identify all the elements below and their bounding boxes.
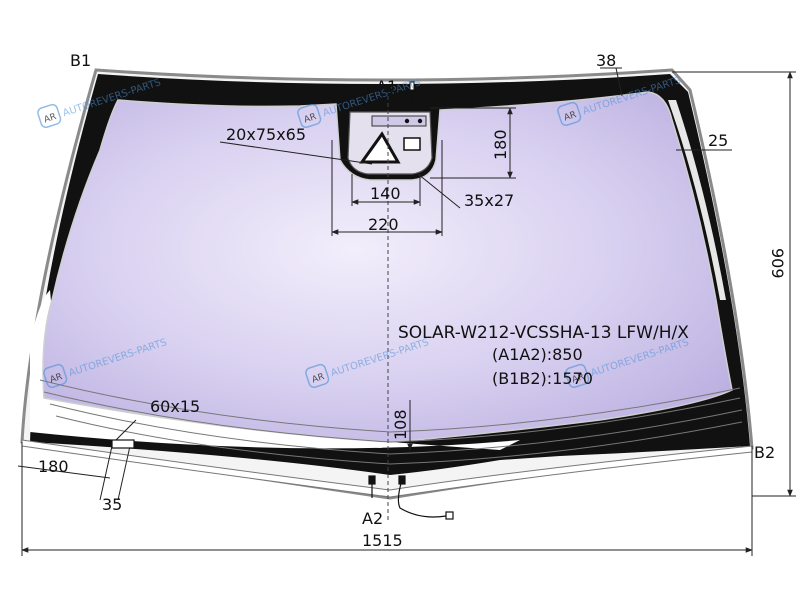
band-top-dim: 38 bbox=[596, 51, 616, 70]
bracket-height-dim: 180 bbox=[491, 129, 510, 160]
point-b1-label: B1 bbox=[70, 51, 91, 70]
point-a2-label: A2 bbox=[362, 509, 383, 528]
model-title: SOLAR-W212-VCSSHA-13 LFW/H/X bbox=[398, 323, 689, 343]
total-width-dim: 1515 bbox=[362, 531, 403, 550]
a1a2-measure: (A1A2):850 bbox=[492, 345, 583, 364]
dimension-lines bbox=[17, 67, 796, 556]
heating-grid bbox=[39, 379, 743, 465]
offset-180-dim: 180 bbox=[38, 457, 69, 476]
mirror-bracket bbox=[347, 81, 433, 175]
point-a1-label: A1 bbox=[376, 77, 397, 96]
ar-logo-icon bbox=[35, 102, 63, 130]
total-height-dim: 909 bbox=[768, 248, 787, 279]
connectors bbox=[368, 475, 454, 520]
connector-height-dim: 108 bbox=[391, 409, 410, 440]
vin-window-dim: 60x15 bbox=[150, 397, 200, 416]
offset-35-dim: 35 bbox=[102, 495, 122, 514]
sensor-area-dim: 20x75x65 bbox=[226, 125, 306, 144]
vin-window bbox=[111, 439, 135, 449]
outer-width-dim: 220 bbox=[368, 215, 399, 234]
point-b2-label: B2 bbox=[754, 443, 775, 462]
b1b2-measure: (B1B2):1570 bbox=[492, 369, 593, 388]
band-side-dim: 25 bbox=[708, 131, 728, 150]
left-heated-area bbox=[30, 290, 520, 450]
inner-width-dim: 140 bbox=[370, 184, 401, 203]
camera-window-dim: 35x27 bbox=[464, 191, 514, 210]
right-side-strip bbox=[668, 100, 726, 300]
